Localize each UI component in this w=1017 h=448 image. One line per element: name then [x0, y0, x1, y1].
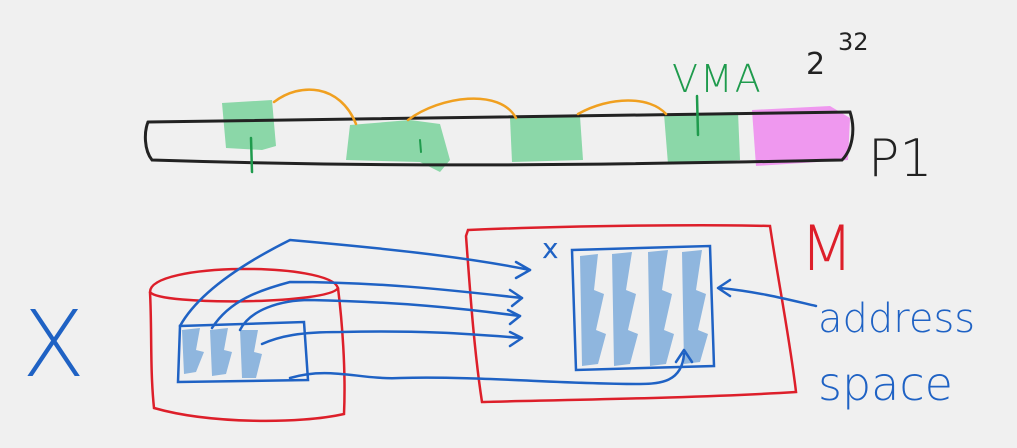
bar-outline — [143, 110, 855, 167]
map-arrow-1-head — [514, 260, 532, 280]
mem-stripe-2 — [612, 252, 638, 366]
map-arrow-4 — [260, 330, 524, 346]
memory-pages — [570, 244, 716, 372]
mem-stripe-1 — [580, 254, 606, 366]
map-arrow-2 — [210, 280, 524, 330]
link-arc-3 — [576, 99, 668, 116]
file-stripe-1 — [182, 328, 204, 374]
cylinder-top — [148, 267, 340, 303]
process-label: P1 — [868, 129, 932, 189]
link-arc-1 — [272, 88, 358, 126]
vma-block-4 — [664, 112, 740, 164]
pink-region — [752, 106, 850, 166]
memory-box — [464, 223, 798, 404]
mem-stripe-4 — [682, 250, 708, 364]
address-space-arrow-head — [716, 278, 732, 298]
file-stripe-3 — [240, 330, 262, 378]
map-arrow-3 — [238, 298, 522, 332]
mem-stripe-3 — [648, 250, 674, 366]
vma-block-2 — [346, 120, 450, 172]
address-label: address — [818, 296, 975, 342]
exponent-power: 32 — [838, 28, 869, 56]
exponent-base: 2 — [806, 47, 825, 82]
file-pages — [176, 320, 310, 384]
x-small-label: x — [542, 232, 559, 265]
map-arrow-3-head — [506, 308, 522, 326]
space-label: space — [818, 357, 953, 411]
x-big-label: X — [22, 291, 85, 398]
map-arrow-loop-head — [674, 348, 694, 364]
memory-inner-box — [570, 244, 716, 372]
map-arrow-1 — [178, 238, 532, 328]
vma-block-1 — [222, 100, 276, 150]
link-arc-2 — [406, 97, 518, 122]
memory-label: M — [800, 212, 854, 285]
map-arrow-2-head — [508, 288, 524, 308]
vma-tick-1 — [249, 136, 254, 174]
address-space-arrow — [718, 286, 818, 308]
vma-label: VMA — [672, 57, 763, 101]
vma-tick-2 — [419, 139, 422, 153]
file-stripe-2 — [210, 328, 232, 376]
mapping-arrows — [178, 238, 818, 386]
file-box — [176, 320, 310, 384]
vma-block-3 — [510, 116, 583, 162]
address-space-bar — [143, 88, 855, 174]
vma-tick-4 — [695, 94, 700, 137]
cylinder-body — [148, 287, 346, 423]
map-arrow-4-head — [508, 330, 524, 348]
map-arrow-loop — [288, 352, 686, 386]
